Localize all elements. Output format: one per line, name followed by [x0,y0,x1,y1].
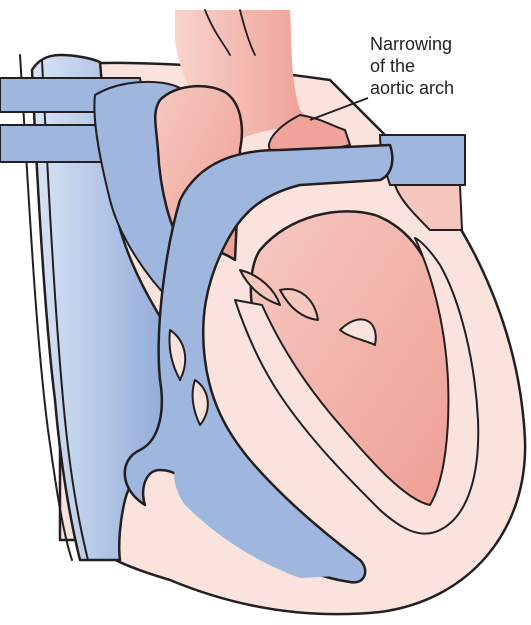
right-ventricle-inner [174,470,355,578]
valve-leaflet-right [279,288,319,321]
interventricular-septum [234,237,480,535]
annotation-leader-line [309,97,369,121]
aorta-branches [204,9,256,56]
valve-leaflet-left [239,269,281,306]
right-ventricle [123,143,394,584]
annotation-line-2: of the [370,56,416,76]
narrowing-annotation-label: Narrowing of the aortic arch [370,33,454,99]
papillary-muscle [339,318,377,346]
pulmonary-vein-right [394,184,463,231]
tricuspid-leaflet [168,329,209,426]
annotation-line-1: Narrowing [370,34,453,54]
annotation-line-3: aortic arch [370,78,455,98]
